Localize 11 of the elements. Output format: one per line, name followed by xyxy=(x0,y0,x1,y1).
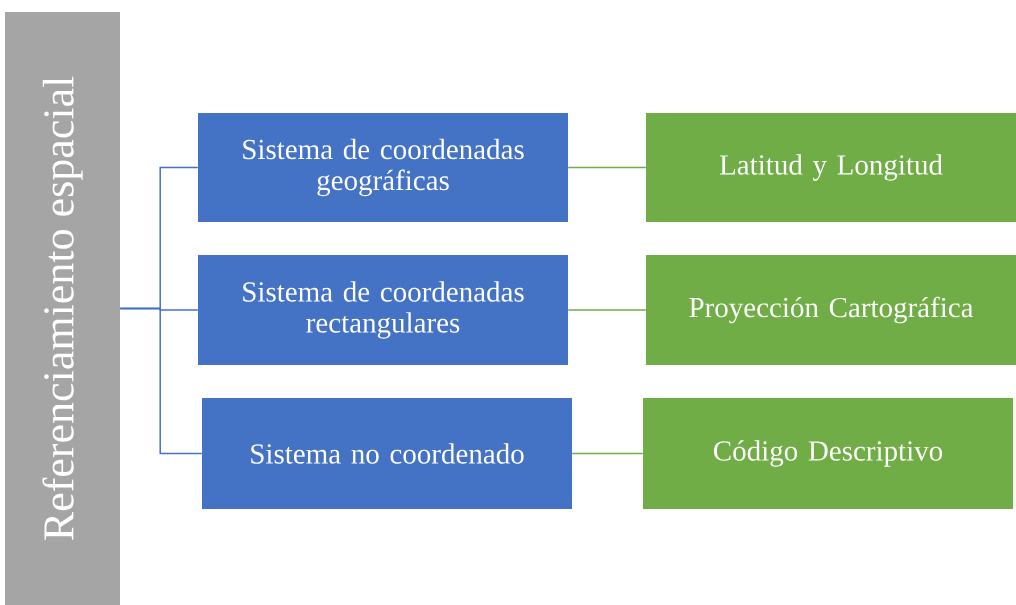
category-box: Sistema de coordenadas geográficas xyxy=(198,113,568,222)
vertical-band: Referenciamiento espacial xyxy=(5,12,120,605)
category-box: Sistema de coordenadas rectangulares xyxy=(198,255,568,365)
category-box: Sistema no coordenado xyxy=(202,398,572,509)
item-box: Proyección Cartográfica xyxy=(646,255,1016,365)
connector-line xyxy=(119,307,203,455)
item-box: Código Descriptivo xyxy=(643,398,1013,509)
connector-line xyxy=(567,166,647,169)
connector-line xyxy=(567,309,647,311)
connector-line xyxy=(571,452,644,455)
item-box: Latitud y Longitud xyxy=(646,113,1016,222)
